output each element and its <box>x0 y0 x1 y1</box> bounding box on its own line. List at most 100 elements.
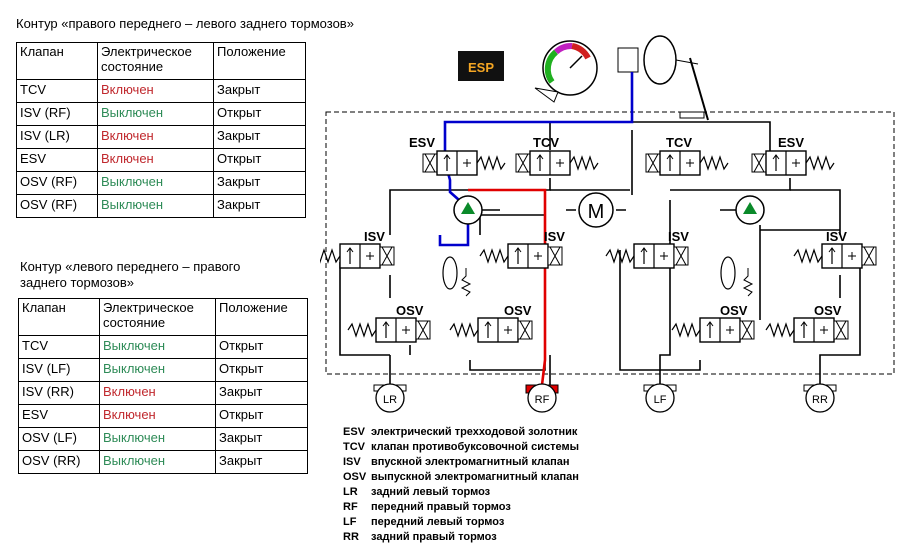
osv-label-3: OSV <box>720 303 748 318</box>
valve-cell: ESV <box>16 148 98 172</box>
tcv-label-right: TCV <box>666 135 692 150</box>
wheel-brake-lr: LR <box>373 383 407 413</box>
header-position: Положение <box>213 42 306 80</box>
position-cell: Закрыт <box>215 427 308 451</box>
header-electrical-state: Электрическое состояние <box>99 298 216 336</box>
legend-abbr: ISV <box>343 456 361 468</box>
osv-label-1: OSV <box>396 303 424 318</box>
valve-cell: ISV (RR) <box>18 381 100 405</box>
state-cell: Выключен <box>99 335 216 359</box>
osv-valve-1: OSV <box>347 303 431 343</box>
valve-cell: ISV (LF) <box>18 358 100 382</box>
position-cell: Открыт <box>213 102 306 126</box>
position-cell: Закрыт <box>213 194 306 218</box>
wheel-brake-rr: RR <box>803 383 837 413</box>
table2-title: Контур «левого переднего – правого задне… <box>20 259 240 291</box>
isv-valve-1: ISV <box>320 229 395 269</box>
legend-item: RF передний правый тормоз <box>343 500 579 515</box>
legend-item: ESV электрический трехходовой золотник <box>343 425 579 440</box>
table2-title-line2: заднего тормозов» <box>20 275 134 290</box>
isv-valve-3: ISV <box>605 229 689 269</box>
valve-cell: OSV (RR) <box>18 450 100 474</box>
position-cell: Закрыт <box>215 450 308 474</box>
position-cell: Закрыт <box>213 171 306 195</box>
legend-text: клапан противобуксовочной системы <box>371 441 579 453</box>
wheel-label-rr: RR <box>812 394 828 406</box>
isv-label-4: ISV <box>826 229 847 244</box>
hydraulic-diagram: ESP <box>320 35 895 413</box>
position-cell: Открыт <box>215 404 308 428</box>
isv-valve-2: ISV <box>479 229 565 269</box>
accumulator-left-icon <box>442 256 472 297</box>
pressure-gauge-icon <box>534 40 598 103</box>
esp-badge-label: ESP <box>468 60 494 75</box>
valve-table-1: Клапан Электрическое состояние Положение… <box>16 42 306 218</box>
osv-valve-4: OSV <box>765 303 849 343</box>
esv-valve-left: ESV <box>409 135 506 176</box>
legend-text: задний правый тормоз <box>371 531 497 543</box>
esv-valve-right: ESV <box>751 135 835 176</box>
osv-label-4: OSV <box>814 303 842 318</box>
esv-label-right: ESV <box>778 135 804 150</box>
legend-item: LR задний левый тормоз <box>343 485 579 500</box>
legend-abbr: OSV <box>343 471 367 483</box>
osv-valve-2: OSV <box>449 303 533 343</box>
position-cell: Открыт <box>215 358 308 382</box>
state-cell: Выключен <box>97 194 214 218</box>
legend-text: электрический трехходовой золотник <box>371 426 578 438</box>
accumulator-right-icon <box>720 256 754 297</box>
valve-cell: OSV (LF) <box>18 427 100 451</box>
tcv-valve-left: TCV <box>515 135 599 176</box>
tcv-label-left: TCV <box>533 135 559 150</box>
valve-cell: TCV <box>18 335 100 359</box>
valve-cell: ISV (RF) <box>16 102 98 126</box>
state-cell: Выключен <box>99 427 216 451</box>
position-cell: Открыт <box>215 335 308 359</box>
legend-abbr: LR <box>343 486 358 498</box>
state-cell: Выключен <box>99 358 216 382</box>
legend-abbr: ESV <box>343 426 366 438</box>
wheel-label-rf: RF <box>535 394 550 406</box>
motor-label: M <box>588 201 605 223</box>
legend-abbr: LF <box>343 516 357 528</box>
pump-right-icon <box>720 195 765 225</box>
position-cell: Закрыт <box>213 79 306 103</box>
header-valve: Клапан <box>18 298 100 336</box>
valve-cell: ESV <box>18 404 100 428</box>
legend-text: задний левый тормоз <box>371 486 491 498</box>
esv-label-left: ESV <box>409 135 435 150</box>
header-electrical-state: Электрическое состояние <box>97 42 214 80</box>
valve-table-2: Клапан Электрическое состояние Положение… <box>18 298 308 474</box>
wheel-brake-rf: RF <box>525 383 559 413</box>
position-cell: Открыт <box>213 148 306 172</box>
wheel-label-lr: LR <box>383 394 397 406</box>
osv-label-2: OSV <box>504 303 532 318</box>
state-cell: Включен <box>97 125 214 149</box>
brake-booster-icon <box>617 35 709 121</box>
isv-label-2: ISV <box>544 229 565 244</box>
state-cell: Включен <box>97 148 214 172</box>
isv-label-3: ISV <box>668 229 689 244</box>
table2-title-line1: Контур «левого переднего – правого <box>20 259 241 274</box>
legend-abbr: RF <box>343 501 358 513</box>
state-cell: Включен <box>97 79 214 103</box>
osv-valve-3: OSV <box>671 303 755 343</box>
valve-cell: TCV <box>16 79 98 103</box>
pressure-line <box>468 188 547 386</box>
header-position: Положение <box>215 298 308 336</box>
isv-valve-4: ISV <box>793 229 877 269</box>
legend-text: передний правый тормоз <box>371 501 511 513</box>
state-cell: Включен <box>99 404 216 428</box>
legend-abbr: RR <box>343 531 359 543</box>
